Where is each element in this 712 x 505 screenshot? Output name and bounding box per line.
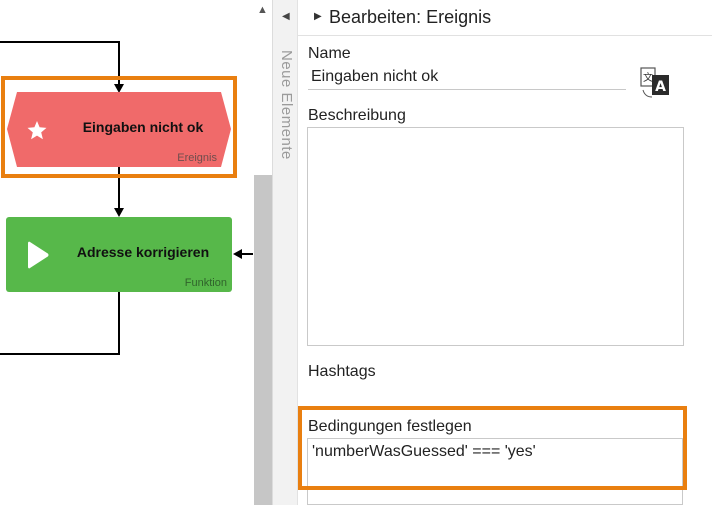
arrowhead-to-event bbox=[114, 84, 124, 93]
name-label: Name bbox=[308, 45, 351, 62]
new-elements-tab[interactable] bbox=[272, 0, 298, 505]
function-node-type: Funktion bbox=[184, 277, 227, 289]
expand-arrow-icon[interactable]: ▶ bbox=[314, 11, 322, 22]
event-node-type: Ereignis bbox=[177, 152, 217, 164]
description-textarea[interactable] bbox=[307, 127, 684, 346]
conditions-value: 'numberWasGuessed' === 'yes' bbox=[312, 443, 536, 460]
translate-icon[interactable]: 文 A bbox=[639, 66, 671, 100]
function-node[interactable]: Adresse korrigieren Funktion bbox=[6, 217, 232, 292]
canvas-scrollbar[interactable]: ▲ bbox=[253, 0, 272, 505]
event-node-label: Eingaben nicht ok bbox=[82, 119, 204, 135]
name-input[interactable]: Eingaben nicht ok bbox=[308, 66, 626, 90]
play-icon bbox=[28, 241, 49, 269]
connector-loop-top bbox=[0, 41, 120, 86]
arrowhead-from-right bbox=[233, 249, 242, 259]
svg-text:文: 文 bbox=[643, 71, 653, 84]
description-label: Beschreibung bbox=[308, 107, 406, 124]
panel-header[interactable]: ▶ Bearbeiten: Ereignis bbox=[298, 0, 712, 36]
star-icon bbox=[27, 121, 47, 140]
event-highlight-frame bbox=[1, 76, 237, 178]
arrowhead-to-function bbox=[114, 208, 124, 217]
conditions-input[interactable]: 'numberWasGuessed' === 'yes' bbox=[307, 438, 683, 505]
scroll-up-icon[interactable]: ▲ bbox=[257, 4, 268, 16]
svg-text:A: A bbox=[655, 79, 666, 95]
conditions-highlight-frame bbox=[298, 406, 687, 490]
conditions-label: Bedingungen festlegen bbox=[308, 418, 472, 435]
new-elements-tab-label[interactable]: Neue Elemente bbox=[278, 50, 295, 160]
function-node-label: Adresse korrigieren bbox=[76, 244, 210, 260]
hashtags-label[interactable]: Hashtags bbox=[308, 363, 376, 380]
panel-title: Bearbeiten: Ereignis bbox=[329, 7, 492, 27]
properties-panel: ▶ Bearbeiten: Ereignis Name Eingaben nic… bbox=[298, 0, 712, 505]
connector-loop-bottom bbox=[0, 292, 120, 355]
scrollbar-thumb[interactable] bbox=[254, 175, 272, 505]
event-node[interactable]: Eingaben nicht ok Ereignis bbox=[7, 92, 231, 167]
collapse-left-icon[interactable]: ◀ bbox=[282, 11, 290, 22]
process-canvas[interactable]: Eingaben nicht ok Ereignis Adresse korri… bbox=[0, 0, 253, 505]
